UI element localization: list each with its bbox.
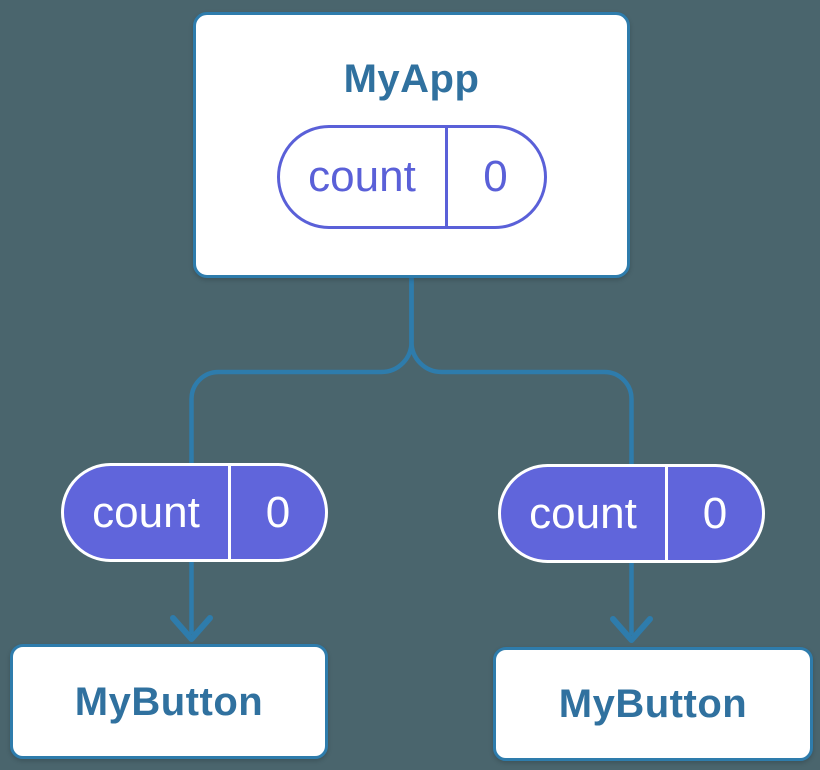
mybutton-title: MyButton — [74, 679, 264, 724]
state-value-label: 0 — [444, 128, 544, 226]
right-prop-pill: count 0 — [498, 464, 765, 563]
root-state-pill: count 0 — [276, 125, 547, 229]
arrow-down-icon — [170, 615, 213, 642]
left-mybutton-component-card: MyButton — [10, 644, 328, 759]
arrow-down-icon — [610, 616, 653, 643]
prop-value-label: 0 — [665, 467, 762, 560]
state-name-label: count — [308, 152, 416, 201]
connector-right-branch — [409, 276, 634, 635]
left-prop-pill: count 0 — [61, 463, 328, 562]
myapp-title: MyApp — [343, 57, 480, 101]
connector-left-branch — [189, 276, 414, 634]
prop-name-label: count — [92, 487, 200, 537]
prop-name-label: count — [529, 488, 637, 538]
prop-value-label: 0 — [228, 466, 325, 559]
right-mybutton-component-card: MyButton — [493, 647, 813, 761]
mybutton-title: MyButton — [558, 682, 748, 726]
myapp-component-card: MyApp count 0 — [193, 12, 630, 278]
